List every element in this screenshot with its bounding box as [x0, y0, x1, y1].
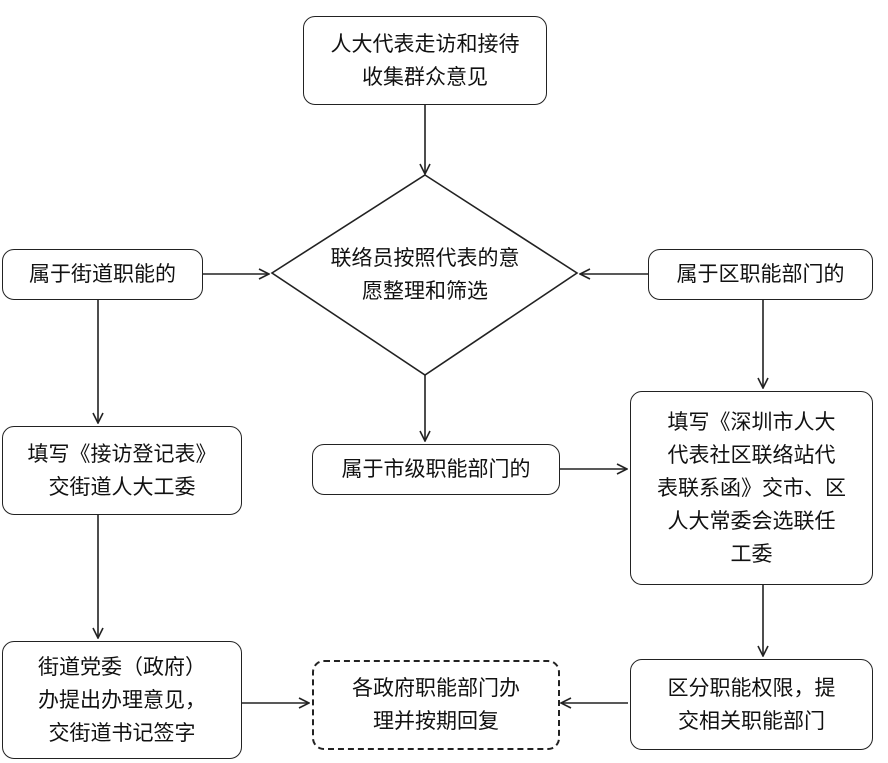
node-district-duty-label: 属于区职能部门的: [676, 262, 845, 286]
node-district-form-line5: 工委: [730, 541, 773, 566]
node-street-duty-label: 属于街道职能的: [29, 262, 176, 286]
node-district-form-line2: 代表社区联络站代: [667, 442, 836, 467]
node-street-form-line1: 填写《接访登记表》: [27, 441, 217, 466]
node-gov-reply-line2: 理并按期回复: [373, 709, 499, 733]
node-district-form-line3: 表联系函》交市、区: [657, 475, 846, 500]
node-filter-text: 联络员按照代表的意 愿整理和筛选: [300, 242, 550, 308]
node-district-form-line4: 人大常委会选联任: [667, 508, 836, 533]
node-start: 人大代表走访和接待 收集群众意见: [303, 16, 547, 105]
node-street-duty: 属于街道职能的: [2, 249, 203, 300]
node-city-duty: 属于市级职能部门的: [312, 444, 560, 495]
node-street-party: 街道党委（政府） 办提出办理意见， 交街道书记签字: [2, 641, 242, 759]
node-street-form: 填写《接访登记表》 交街道人大工委: [2, 426, 242, 515]
node-street-party-line2: 办提出办理意见，: [38, 687, 206, 712]
node-district-form: 填写《深圳市人大 代表社区联络站代 表联系函》交市、区 人大常委会选联任 工委: [630, 391, 873, 585]
node-city-duty-label: 属于市级职能部门的: [341, 457, 531, 481]
node-district-split-line1: 区分职能权限，提: [667, 675, 836, 700]
node-filter-line1: 联络员按照代表的意: [330, 246, 520, 270]
node-start-line1: 人大代表走访和接待: [330, 31, 520, 56]
node-start-line2: 收集群众意见: [362, 64, 488, 89]
node-gov-reply-line1: 各政府职能部门办: [352, 676, 520, 700]
node-district-split-line2: 交相关职能部门: [678, 708, 825, 733]
node-street-party-line3: 交街道书记签字: [48, 720, 196, 745]
node-district-split: 区分职能权限，提 交相关职能部门: [630, 659, 873, 750]
node-district-form-line1: 填写《深圳市人大: [667, 409, 836, 434]
node-gov-reply: 各政府职能部门办 理并按期回复: [312, 660, 560, 750]
node-street-party-line1: 街道党委（政府）: [38, 654, 206, 679]
node-street-form-line2: 交街道人大工委: [48, 474, 196, 499]
node-district-duty: 属于区职能部门的: [648, 249, 873, 300]
node-filter-line2: 愿整理和筛选: [362, 279, 488, 303]
